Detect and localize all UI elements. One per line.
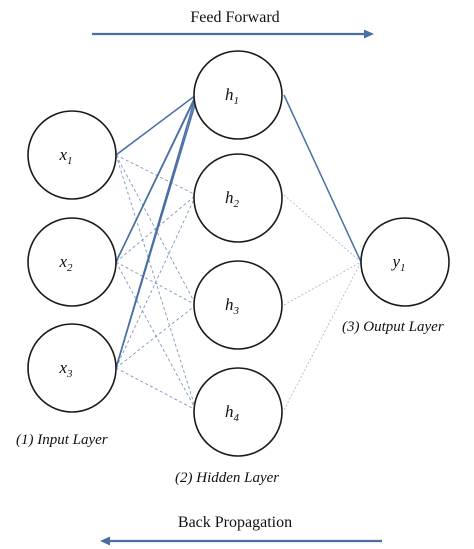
node-x3-var: x (58, 358, 67, 377)
svg-text:y1: y1 (390, 252, 405, 274)
edge-x1-h2 (115, 154, 197, 196)
edge-x2-h1-alt (115, 87, 201, 263)
node-y1-var: y (390, 252, 400, 271)
node-h1-sub: 1 (234, 95, 240, 107)
edge-x3-h3 (115, 304, 197, 369)
input-layer: x1 x2 x3 (1) Input Layer (16, 110, 117, 448)
output-layer: y1 (3) Output Layer (342, 217, 450, 335)
output-layer-caption: (3) Output Layer (342, 319, 444, 335)
svg-text:h1: h1 (225, 85, 239, 107)
node-h4 (193, 367, 283, 457)
connection-edges (115, 87, 362, 411)
node-h2-var: h (225, 188, 234, 207)
svg-text:h3: h3 (225, 295, 240, 317)
node-x3-sub: 3 (66, 368, 73, 380)
node-h3 (193, 260, 283, 350)
node-y1 (360, 217, 450, 307)
edge-x2-h2 (115, 194, 197, 263)
edge-h4-y1 (283, 261, 362, 411)
input-layer-caption: (1) Input Layer (16, 432, 108, 448)
edge-x3-h2 (115, 194, 197, 369)
node-x2-sub: 2 (67, 262, 73, 274)
node-h4-sub: 4 (234, 412, 240, 424)
edge-x3-h1-alt (115, 87, 201, 369)
node-x2-var: x (58, 252, 67, 271)
svg-text:x1: x1 (58, 145, 72, 167)
edge-h3-y1 (283, 261, 362, 306)
svg-text:h2: h2 (225, 188, 240, 210)
svg-text:h4: h4 (225, 402, 240, 424)
edge-x3-h4 (115, 367, 197, 411)
hidden-layer-caption: (2) Hidden Layer (175, 470, 279, 486)
node-x3 (27, 323, 117, 413)
arrow-head-left-icon (100, 536, 110, 546)
node-y1-sub: 1 (400, 262, 406, 274)
feed-forward-arrow (92, 29, 374, 39)
node-h4-var: h (225, 402, 234, 421)
node-h3-sub: 3 (233, 305, 240, 317)
edge-x1-h1 (115, 94, 197, 156)
hidden-layer: h1 h2 h3 h4 (2) Hidden Layer (175, 50, 283, 486)
edge-h1-y1 (283, 94, 362, 263)
node-x2 (27, 217, 117, 307)
svg-text:x3: x3 (58, 358, 73, 380)
back-propagation-label: Back Propagation (178, 514, 292, 531)
svg-text:x2: x2 (58, 252, 73, 274)
edge-h2-y1 (283, 194, 362, 263)
node-x1-var: x (58, 145, 67, 164)
node-h1 (193, 50, 283, 140)
node-h2 (193, 153, 283, 243)
node-x1-sub: 1 (67, 155, 73, 167)
node-x1 (27, 110, 117, 200)
back-propagation-arrow (100, 536, 382, 546)
edge-x2-h3 (115, 261, 197, 306)
node-h2-sub: 2 (234, 198, 240, 210)
node-h3-var: h (225, 295, 234, 314)
feed-forward-label: Feed Forward (190, 9, 279, 26)
node-h1-var: h (225, 85, 234, 104)
arrow-head-right-icon (364, 29, 374, 39)
